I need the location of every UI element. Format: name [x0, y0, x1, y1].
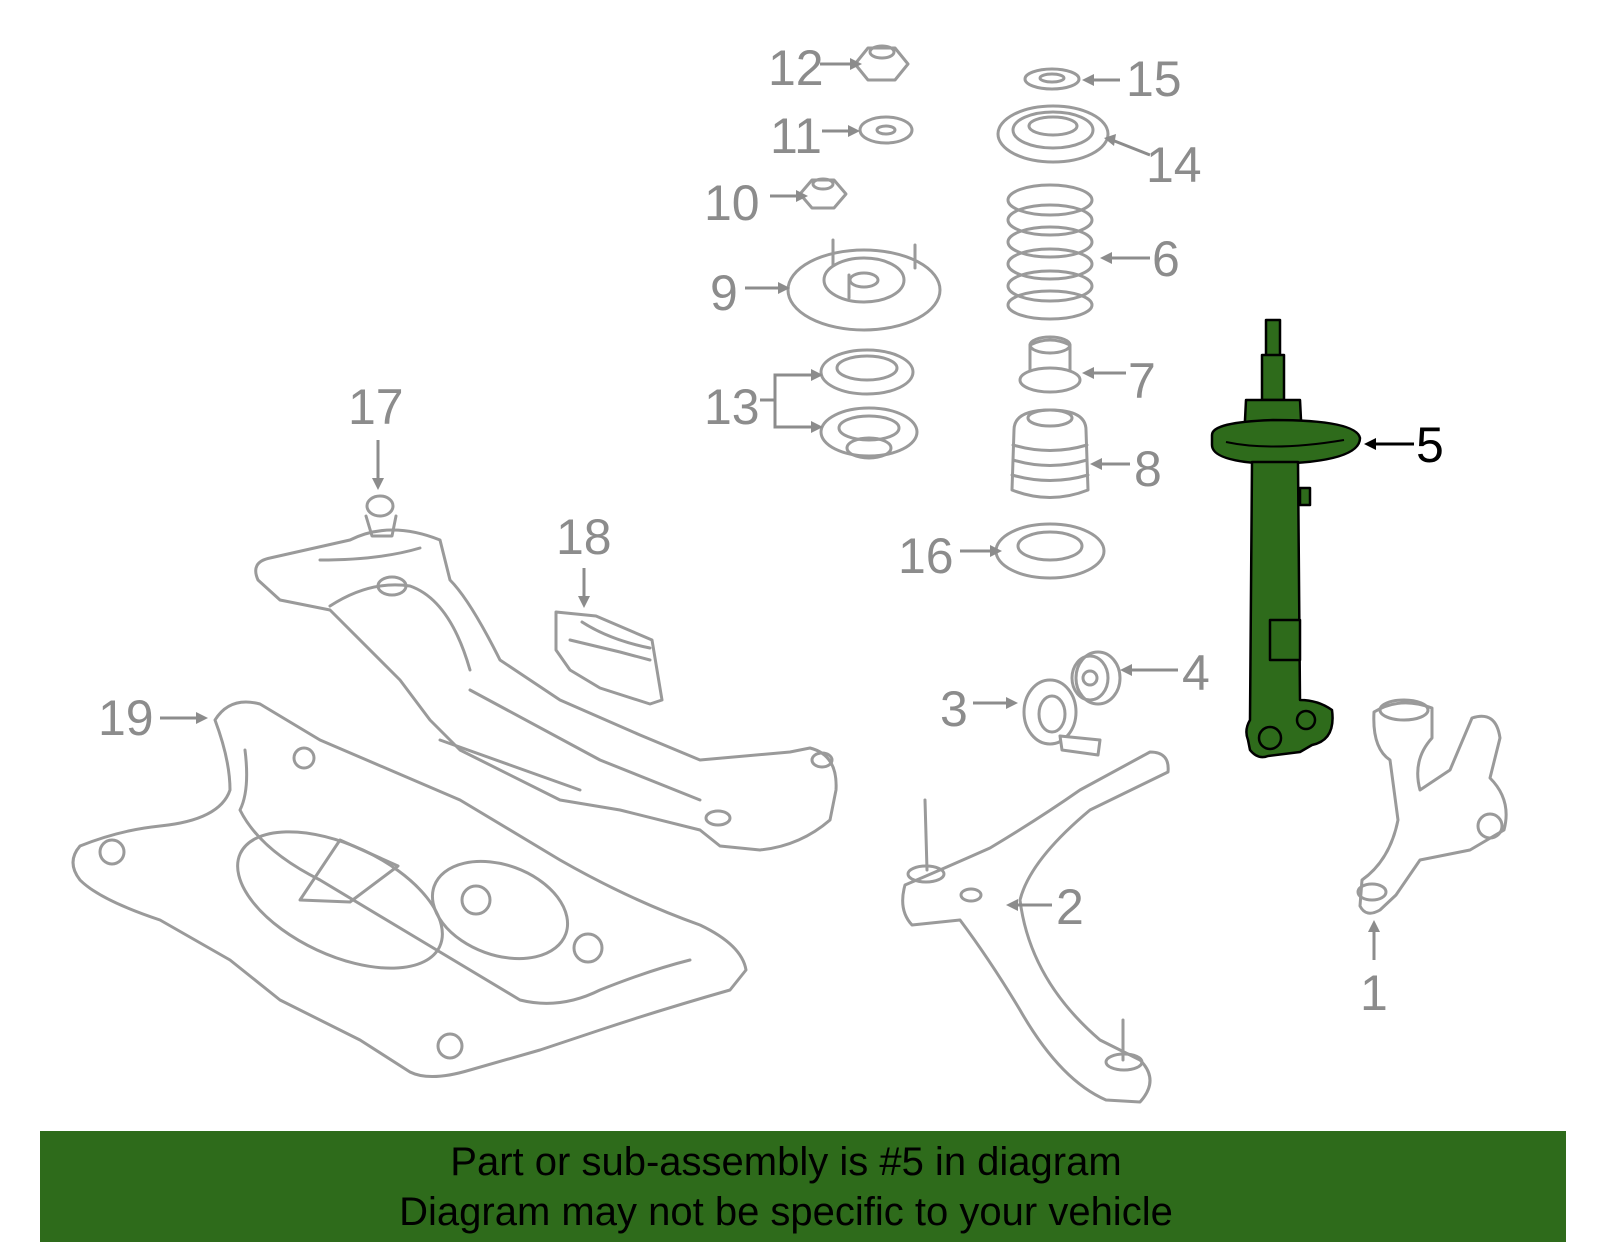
callout-7: 7	[1128, 353, 1156, 409]
callout-15: 15	[1126, 51, 1182, 107]
part-2-control-arm	[901, 750, 1170, 1104]
callout-8: 8	[1134, 441, 1162, 497]
part-18-bracket	[554, 610, 664, 706]
info-banner: Part or sub-assembly is #5 in diagram Di…	[40, 1131, 1566, 1242]
part-6-coil-spring	[1006, 183, 1094, 321]
part-4-bushing	[1070, 650, 1122, 706]
callout-19: 19	[98, 690, 154, 746]
part-11-washer	[858, 115, 914, 145]
callout-13: 13	[704, 379, 760, 435]
part-13-bearing-upper	[819, 348, 915, 396]
callout-18: 18	[556, 509, 612, 565]
part-5-strut-assembly[interactable]	[1210, 318, 1362, 759]
part-10-nut	[798, 177, 848, 210]
callout-6: 6	[1152, 231, 1180, 287]
part-1-knuckle	[1356, 698, 1508, 915]
part-19-skid-plate	[71, 700, 748, 1078]
callout-17: 17	[348, 379, 404, 435]
part-12-nut	[853, 44, 910, 82]
callout-labels: 12 11 10 9 13 15 14 6 7 8 16 4 3 2 1 17 …	[98, 40, 1444, 1021]
part-15-washer	[1023, 67, 1081, 91]
part-3-bracket	[1022, 678, 1102, 757]
callout-14: 14	[1146, 137, 1202, 193]
part-9-strut-mount	[786, 238, 942, 332]
part-16-lower-seat	[994, 522, 1106, 580]
banner-line-2: Diagram may not be specific to your vehi…	[399, 1190, 1173, 1234]
callout-4: 4	[1182, 645, 1210, 701]
leader-lines	[160, 58, 1414, 960]
callout-12: 12	[768, 40, 824, 96]
callout-16: 16	[898, 528, 954, 584]
part-13-bearing-lower	[819, 406, 919, 460]
callout-10: 10	[704, 175, 760, 231]
part-7-bump-stop	[1018, 335, 1082, 394]
part-8-dust-boot	[1010, 408, 1090, 499]
callout-11: 11	[770, 108, 822, 164]
callout-3: 3	[940, 681, 968, 737]
banner-line-1: Part or sub-assembly is #5 in diagram	[450, 1140, 1121, 1184]
part-17-crossmember	[254, 494, 838, 852]
callout-5[interactable]: 5	[1416, 417, 1444, 473]
part-14-spring-seat	[996, 104, 1110, 164]
callout-1: 1	[1360, 965, 1388, 1021]
banner-background	[40, 1131, 1566, 1242]
callout-9: 9	[710, 265, 738, 321]
callout-2: 2	[1056, 879, 1084, 935]
